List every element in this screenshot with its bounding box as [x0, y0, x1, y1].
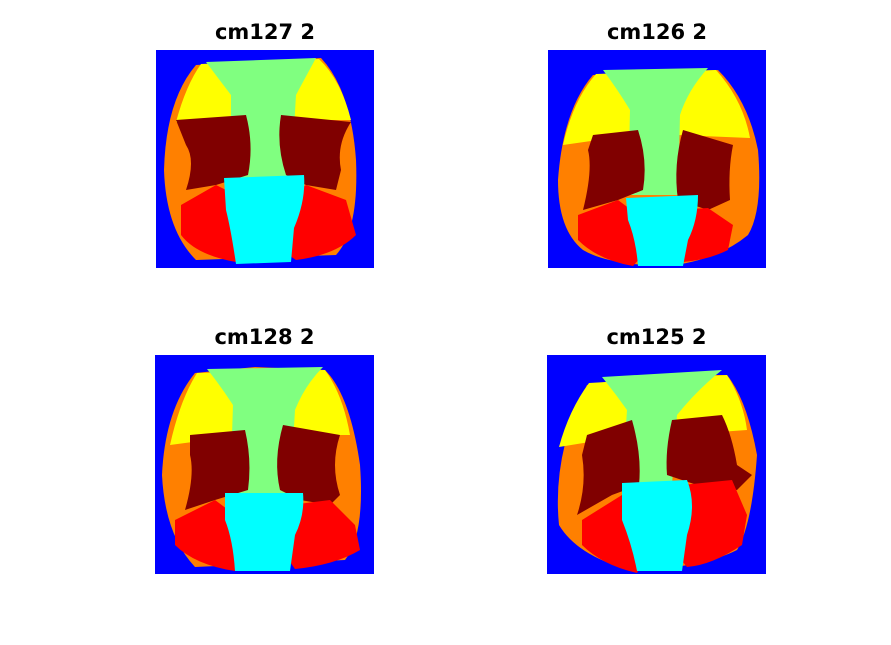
region-lower-center	[626, 195, 698, 266]
panel-title: cm126 2	[606, 20, 708, 44]
region-dark-right	[277, 425, 340, 505]
panel-cm125: cm125 2	[547, 323, 766, 575]
region-dark-left	[577, 420, 640, 515]
segmentation-map	[548, 50, 766, 268]
region-dark-right	[279, 115, 351, 190]
region-dark-left	[185, 430, 250, 510]
region-lower-right	[677, 480, 747, 567]
region-lower-left	[578, 200, 643, 266]
region-lower-right	[285, 500, 360, 569]
region-lower-center	[225, 493, 304, 571]
region-dark-left	[176, 115, 251, 190]
panel-title: cm128 2	[214, 325, 315, 349]
segmentation-map	[155, 355, 374, 574]
panel-cm126: cm126 2	[548, 18, 766, 268]
panel-cm127: cm127 2	[156, 18, 374, 268]
region-dark-left	[583, 130, 645, 210]
panel-title: cm125 2	[606, 325, 707, 349]
panel-cm128: cm128 2	[155, 323, 374, 575]
region-lower-center	[622, 480, 692, 571]
segmentation-map	[156, 50, 374, 268]
region-lower-center	[224, 175, 305, 264]
panel-title: cm127 2	[214, 20, 316, 44]
region-dark-right	[676, 130, 733, 210]
region-dark-right	[666, 415, 752, 490]
segmentation-map	[547, 355, 766, 574]
